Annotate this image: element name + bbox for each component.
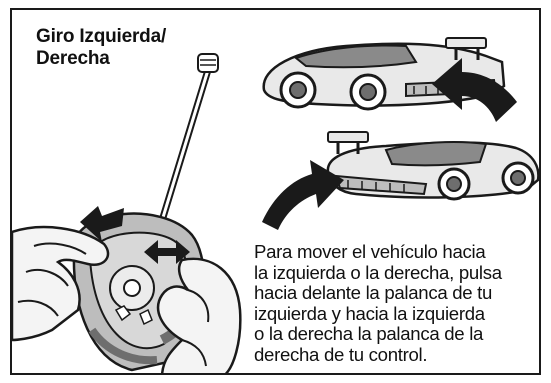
title-line-1: Giro Izquierda/ (36, 26, 167, 47)
stick-arrows-icon (80, 206, 190, 264)
curved-arrow-icon (262, 160, 344, 230)
instruction-text: Para mover el vehículo hacia la izquierd… (254, 241, 502, 365)
instruction-panel: Giro Izquierda/ Derecha (10, 8, 541, 375)
curved-arrow-icon (432, 58, 517, 122)
race-car-icon (326, 131, 539, 201)
hands-icon (12, 225, 242, 373)
title-line-2: Derecha (36, 48, 110, 69)
illustration (12, 37, 539, 373)
section-title: Giro Izquierda/ Derecha (36, 26, 166, 70)
